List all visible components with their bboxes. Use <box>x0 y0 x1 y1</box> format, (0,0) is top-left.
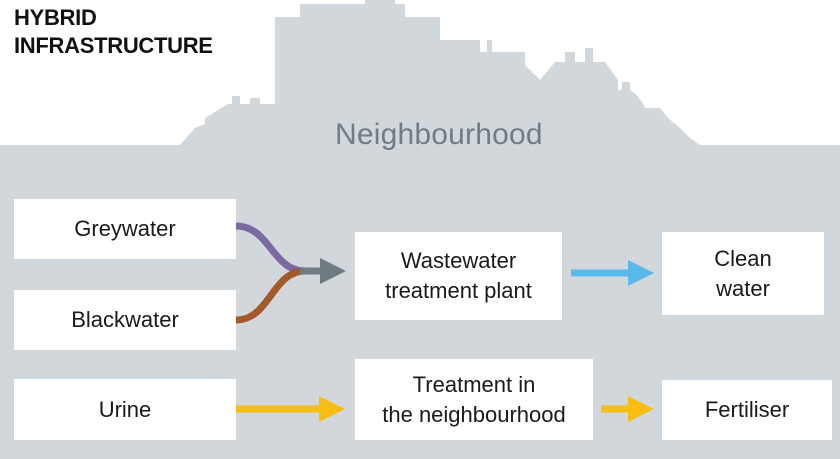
wastewater-plant-line-1: Wastewater <box>400 248 517 273</box>
greywater-box: Greywater <box>14 199 236 259</box>
wastewater-plant-box: Wastewater treatment plant <box>355 232 562 320</box>
blackwater-box: Blackwater <box>14 290 236 350</box>
neighbourhood-label: Neighbourhood <box>335 118 543 151</box>
neighbourhood-treatment-line-1: Treatment in <box>412 371 536 397</box>
diagram-title: HYBRID INFRASTRUCTURE <box>14 4 213 60</box>
wastewater-plant-line-2: treatment plant <box>385 278 532 303</box>
title-line-1: HYBRID <box>14 5 97 30</box>
urine-box: Urine <box>14 379 236 440</box>
clean-water-arrow-head <box>628 260 654 286</box>
blackwater-label: Blackwater <box>71 307 179 332</box>
clean-water-box: Clean water <box>662 232 824 315</box>
fertiliser-box: Fertiliser <box>662 380 832 440</box>
greywater-label: Greywater <box>74 216 176 241</box>
fertiliser-arrow-head <box>628 396 654 422</box>
fertiliser-label: Fertiliser <box>704 397 790 422</box>
neighbourhood-treatment-box: Treatment in the neighbourhood <box>355 359 593 440</box>
clean-water-line-1: Clean <box>714 245 772 271</box>
urine-arrow-head <box>319 396 345 422</box>
urine-label: Urine <box>98 396 152 422</box>
title-line-2: INFRASTRUCTURE <box>14 33 213 58</box>
neighbourhood-treatment-line-2: the neighbourhood <box>382 401 566 427</box>
merged-arrow-head <box>320 258 346 284</box>
clean-water-line-2: water <box>716 275 770 301</box>
blackwater-pipe <box>235 267 306 324</box>
